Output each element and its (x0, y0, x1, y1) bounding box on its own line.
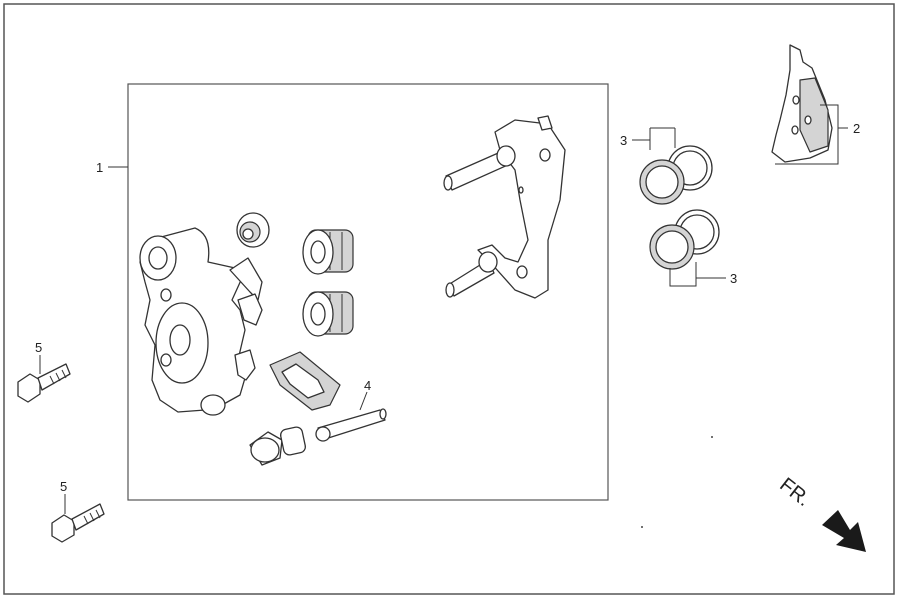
speck (711, 436, 713, 438)
front-arrow-icon (822, 510, 866, 552)
piston-upper (302, 229, 354, 275)
callout-4: 4 (364, 378, 371, 393)
slide-pin (249, 408, 387, 466)
bolt-upper (17, 363, 71, 403)
leader-2 (775, 104, 839, 165)
leader-3b (669, 262, 726, 287)
seal-ring-pair-upper (639, 145, 713, 205)
outer-border (3, 3, 895, 595)
callout-3-upper: 3 (620, 133, 627, 148)
direction-label: FR. (775, 474, 814, 511)
callout-5-upper: 5 (35, 340, 42, 355)
assembly-frame (127, 83, 609, 501)
leader-3a (632, 127, 676, 150)
leader-4 (359, 391, 368, 411)
piston-lower (302, 291, 354, 337)
caliper-bracket (443, 115, 566, 299)
callout-1: 1 (96, 160, 103, 175)
seal-ring-pair-lower (649, 209, 720, 270)
brake-pad (771, 44, 833, 163)
callout-5-lower: 5 (60, 479, 67, 494)
callout-2: 2 (853, 121, 860, 136)
callout-3-lower: 3 (730, 271, 737, 286)
bolt-lower (51, 503, 105, 543)
caliper-body (139, 227, 263, 416)
boot-seal (236, 212, 270, 248)
pad-spring (269, 351, 341, 411)
speck (641, 526, 643, 528)
